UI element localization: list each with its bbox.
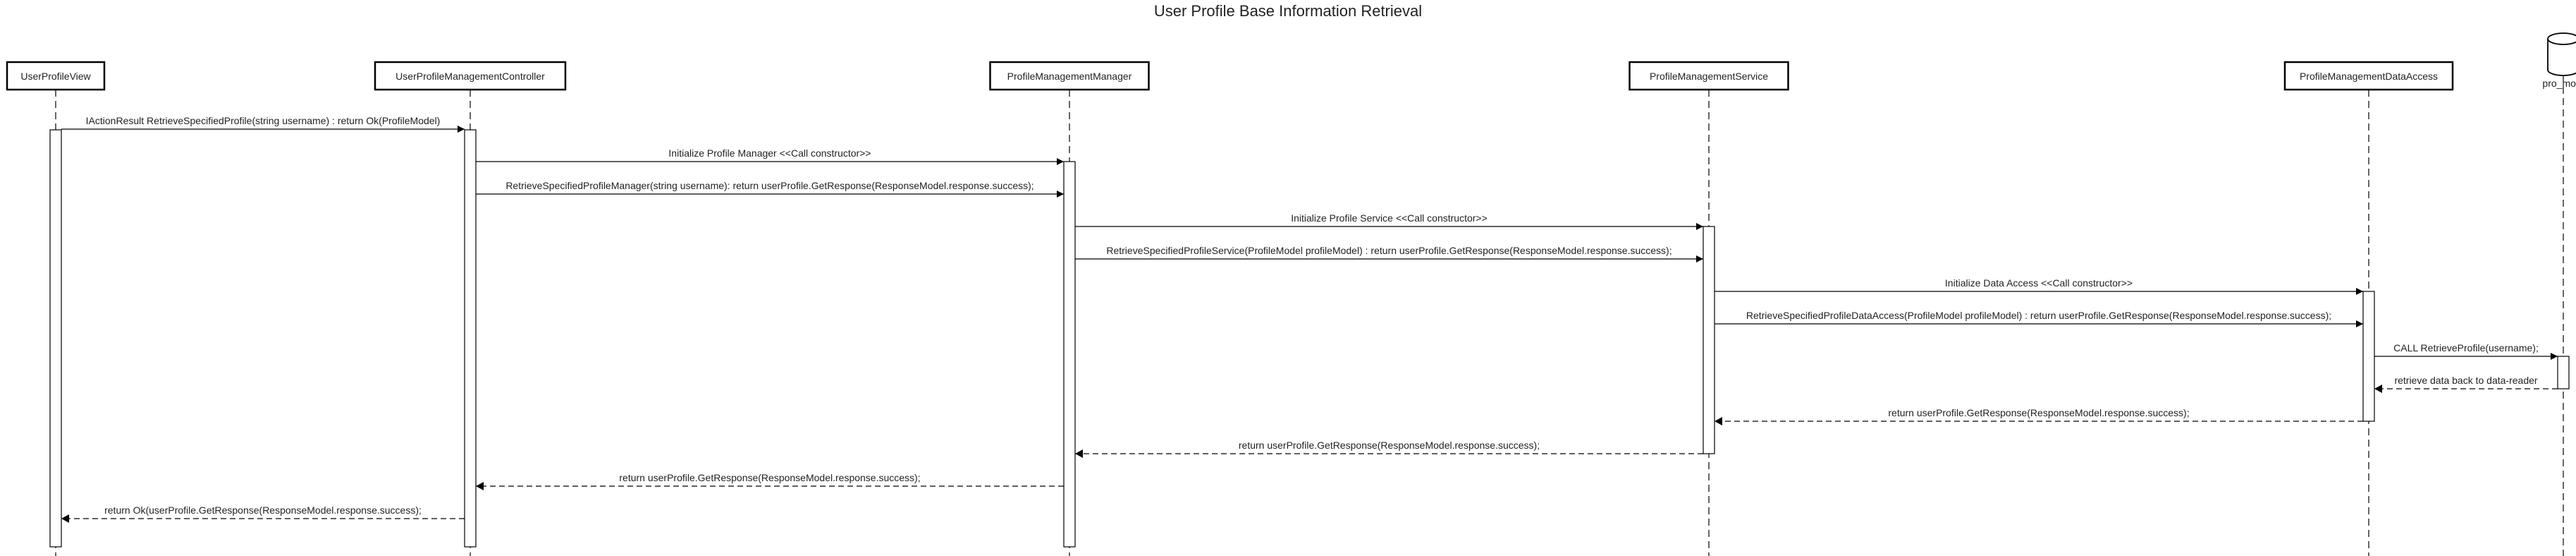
participant-label-dao: ProfileManagementDataAccess — [2300, 71, 2438, 82]
participant-label-ctrl: UserProfileManagementController — [395, 71, 545, 82]
messages: IActionResult RetrieveSpecifiedProfile(s… — [61, 115, 2558, 523]
message-9: return userProfile.GetResponse(ResponseM… — [1715, 407, 2363, 425]
activation-bar-mgr — [1063, 161, 1076, 548]
participant-view: UserProfileView — [6, 61, 106, 91]
message-label: RetrieveSpecifiedProfileManager(string u… — [505, 180, 1034, 191]
message-label: RetrieveSpecifiedProfileDataAccess(Profi… — [1746, 310, 2331, 321]
participant-label-mgr: ProfileManagementManager — [1007, 71, 1132, 82]
message-11: return userProfile.GetResponse(ResponseM… — [476, 472, 1064, 490]
message-label: return userProfile.GetResponse(ResponseM… — [1888, 407, 2189, 418]
activation-bar-svc — [1703, 226, 1715, 454]
participant-dao: ProfileManagementDataAccess — [2283, 61, 2454, 91]
message-7: CALL RetrieveProfile(username); — [2374, 342, 2558, 360]
message-label: RetrieveSpecifiedProfileService(ProfileM… — [1106, 245, 1672, 256]
message-4: RetrieveSpecifiedProfileService(ProfileM… — [1075, 245, 1703, 262]
message-8: retrieve data back to data-reader — [2374, 375, 2558, 393]
activation-bar-view — [49, 129, 62, 548]
activation-bar-db — [2557, 356, 2570, 389]
message-12: return Ok(userProfile.GetResponse(Respon… — [61, 504, 465, 523]
diagram-title: User Profile Base Information Retrieval — [1154, 2, 1422, 20]
participant-headers: UserProfileView UserProfileManagementCont… — [6, 32, 2576, 91]
message-label: Initialize Profile Manager <<Call constr… — [668, 147, 871, 159]
message-label: retrieve data back to data-reader — [2394, 375, 2537, 386]
activation-bars — [49, 129, 2570, 548]
message-label: IActionResult RetrieveSpecifiedProfile(s… — [86, 115, 441, 126]
participant-label-svc: ProfileManagementService — [1650, 71, 1768, 82]
message-10: return userProfile.GetResponse(ResponseM… — [1075, 440, 1703, 458]
participant-ctrl: UserProfileManagementController — [374, 61, 567, 91]
participant-mgr: ProfileManagementManager — [989, 61, 1150, 91]
message-label: Initialize Profile Service <<Call constr… — [1291, 212, 1488, 224]
activation-bar-dao — [2362, 291, 2375, 422]
message-2: RetrieveSpecifiedProfileManager(string u… — [476, 180, 1064, 198]
participant-label-db: pro_moto — [2542, 78, 2576, 89]
database-icon — [2547, 32, 2576, 76]
participant-box — [989, 61, 1150, 91]
message-3: Initialize Profile Service <<Call constr… — [1075, 212, 1703, 230]
message-label: Initialize Data Access <<Call constructo… — [1945, 277, 2133, 289]
message-6: RetrieveSpecifiedProfileDataAccess(Profi… — [1715, 310, 2363, 327]
participant-box — [374, 61, 567, 91]
message-1: Initialize Profile Manager <<Call constr… — [476, 147, 1064, 165]
message-0: IActionResult RetrieveSpecifiedProfile(s… — [61, 115, 465, 133]
participant-box — [1629, 61, 1789, 91]
message-label: return userProfile.GetResponse(ResponseM… — [619, 472, 920, 483]
message-5: Initialize Data Access <<Call constructo… — [1715, 277, 2363, 295]
message-label: return Ok(userProfile.GetResponse(Respon… — [104, 504, 422, 516]
participant-svc: ProfileManagementService — [1629, 61, 1789, 91]
activation-bar-ctrl — [464, 129, 477, 548]
message-label: return userProfile.GetResponse(ResponseM… — [1239, 440, 1540, 451]
message-label: CALL RetrieveProfile(username); — [2393, 342, 2539, 353]
participant-box — [6, 61, 106, 91]
participant-label-view: UserProfileView — [20, 71, 91, 82]
participant-box — [2283, 61, 2454, 91]
